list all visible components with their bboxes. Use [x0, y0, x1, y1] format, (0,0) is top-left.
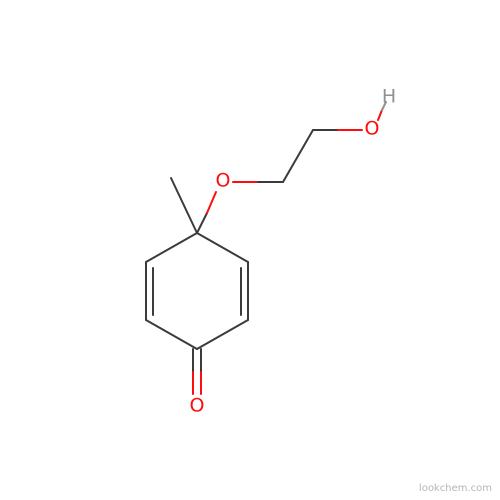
- chain-bond-c-c: [282, 129, 314, 183]
- watermark-text: lookchem.com: [418, 483, 492, 494]
- ring-bond-c6-c1: [196, 319, 249, 350]
- ether-bonds: [196, 181, 284, 234]
- hydroxyl-oxygen-label: O: [365, 118, 380, 140]
- carbon-bonds: [145, 129, 314, 350]
- carbonyl-oxygen-label: O: [190, 395, 205, 417]
- ring-bond-c2-c1: [145, 319, 198, 350]
- c4-ether-bond-carbon-half: [196, 212, 208, 234]
- o-h-bond-hydrogen-half: [381, 101, 387, 111]
- hydroxyl-bonds: [312, 101, 387, 131]
- hydroxyl-hydrogen-label: H: [382, 86, 396, 108]
- o-h-bond-oxygen-half: [377, 109, 383, 121]
- carbonyl-double-bond: [192, 348, 202, 395]
- methyl-bond: [170, 177, 198, 234]
- ring-bond-c4-c5: [196, 232, 249, 263]
- c4-ether-bond-oxygen-half: [206, 191, 217, 214]
- ether-oxygen-label: O: [216, 170, 231, 192]
- ring-bond-c4-c3: [145, 232, 198, 263]
